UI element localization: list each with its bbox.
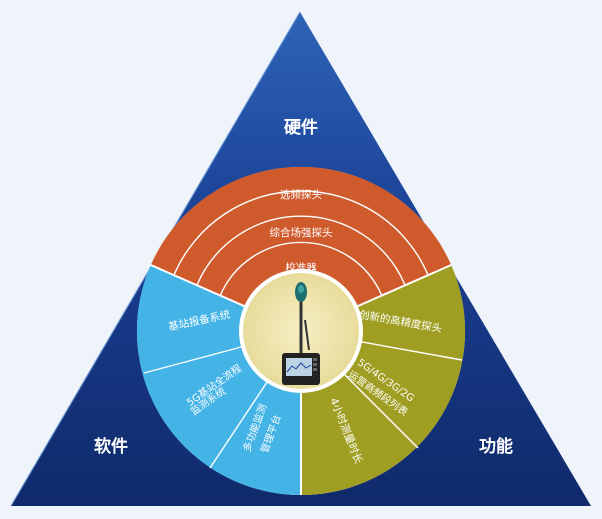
hardware-label: 选频探头 [280, 188, 322, 201]
hardware-label: 校准器 [285, 261, 317, 274]
corner-label-software: 软件 [94, 436, 128, 457]
corner-label-functions: 功能 [479, 436, 513, 457]
hardware-arc-divider [173, 190, 429, 276]
device-icon [282, 282, 320, 385]
hardware-arc-divider [219, 241, 383, 297]
hardware-sector [150, 166, 452, 331]
hardware-arc-divider [196, 215, 406, 286]
hardware-label: 综合场强探头 [270, 226, 333, 239]
corner-label-hardware: 硬件 [284, 117, 318, 138]
